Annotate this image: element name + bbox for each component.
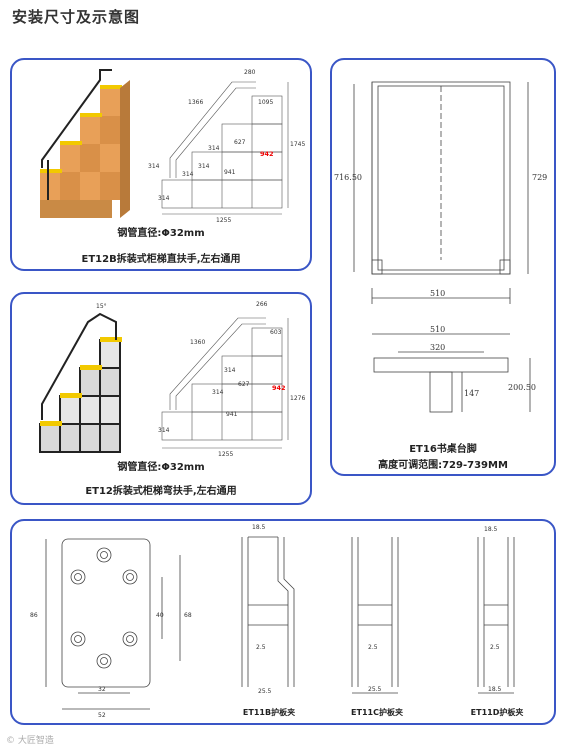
dim-bottom-32: 32 <box>98 686 106 693</box>
dim-d-2-5: 2.5 <box>490 644 500 651</box>
dim-h4: 314 <box>208 145 220 152</box>
page-title: 安装尺寸及示意图 <box>12 8 141 26</box>
et12-illustration: 266 1360 15° 603 942 1276 314 314 627 94… <box>39 301 305 458</box>
dim-w3: 1255 <box>216 217 231 224</box>
dim-w2: 941 <box>224 169 236 176</box>
dim-h5: 314 <box>198 163 210 170</box>
panel-et11: 86 68 40 32 52 18.5 2.5 25.5 2.5 25.5 18… <box>10 519 556 725</box>
dim-b-top: 18.5 <box>252 524 266 531</box>
dim-h1: 1095 <box>258 99 273 106</box>
dim-h2: 942 <box>260 150 274 158</box>
dim-top: 280 <box>244 69 256 76</box>
dim-w-bottom: 510 <box>430 289 445 298</box>
dim-h2: 942 <box>272 384 286 392</box>
et12-drawing <box>161 317 289 449</box>
et16-range: 高度可调范围:729-739MM <box>378 460 508 471</box>
dim-h-outer: 729 <box>532 173 547 182</box>
dim-w-top: 510 <box>430 325 445 334</box>
et12b-caption: ET12B拆装式柜梯直扶手,左右通用 <box>81 254 241 265</box>
dim-c-25: 25.5 <box>368 686 382 693</box>
dim-w-mid: 320 <box>430 343 445 352</box>
et12b-pipe-label: 钢管直径:Φ32mm <box>117 228 205 239</box>
et12-caption: ET12拆装式柜梯弯扶手,左右通用 <box>85 486 237 497</box>
dim-h-foot: 200.50 <box>508 383 536 392</box>
et11-drawing: 86 68 40 32 52 18.5 2.5 25.5 2.5 25.5 18… <box>30 524 515 719</box>
watermark: © 大匠智造 <box>6 736 54 746</box>
dim-w3: 1255 <box>218 451 233 458</box>
panel-et16: 716.50 729 510 510 320 200.50 147 ET16书桌… <box>330 58 556 476</box>
dim-top: 266 <box>256 301 268 308</box>
dim-c-2-5: 2.5 <box>368 644 378 651</box>
dim-h4: 314 <box>224 367 236 374</box>
dim-inner-40: 40 <box>156 612 164 619</box>
dim-h3: 1276 <box>290 395 305 402</box>
et11c-label: ET11C护板夹 <box>351 708 403 717</box>
dim-plate-w: 52 <box>98 712 106 719</box>
dim-side: 314 <box>148 163 160 170</box>
dim-b-25: 25.5 <box>258 688 272 695</box>
dim-d-bottom: 18.5 <box>488 686 502 693</box>
dim-angle: 15° <box>96 303 107 310</box>
panel-et12: 266 1360 15° 603 942 1276 314 314 627 94… <box>10 292 312 505</box>
dim-plate-h: 86 <box>30 612 38 619</box>
dim-rail: 1360 <box>190 339 205 346</box>
dim-d-top: 18.5 <box>484 526 498 533</box>
dim-b: 314 <box>158 195 170 202</box>
dim-h1: 603 <box>270 329 282 336</box>
dim-w1: 627 <box>234 139 246 146</box>
et16-caption: ET16书桌台脚 <box>409 444 477 455</box>
dim-w2: 941 <box>226 411 238 418</box>
dim-h3: 1745 <box>290 141 305 148</box>
et16-drawing: 716.50 729 510 510 320 200.50 147 <box>334 81 547 413</box>
stair-3d-image-grey <box>39 312 122 453</box>
panel-et12b: 280 1366 1095 942 1745 314 314 314 314 6… <box>10 58 312 271</box>
dim-h6: 314 <box>182 171 194 178</box>
dim-rail: 1366 <box>188 99 203 106</box>
et12b-illustration: 280 1366 1095 942 1745 314 314 314 314 6… <box>40 69 305 224</box>
dim-h5: 314 <box>212 389 224 396</box>
dim-b-2-5: 2.5 <box>256 644 266 651</box>
et11b-label: ET11B护板夹 <box>242 708 296 717</box>
et11d-label: ET11D护板夹 <box>470 708 524 717</box>
dim-inner-h: 68 <box>184 612 192 619</box>
et12b-drawing <box>161 81 289 215</box>
stair-3d-image <box>40 69 130 218</box>
dim-b: 314 <box>158 427 170 434</box>
et12-pipe-label: 钢管直径:Φ32mm <box>117 462 205 473</box>
dim-w1: 627 <box>238 381 250 388</box>
dim-h-small: 147 <box>464 389 479 398</box>
dim-h-inner: 716.50 <box>334 173 362 182</box>
